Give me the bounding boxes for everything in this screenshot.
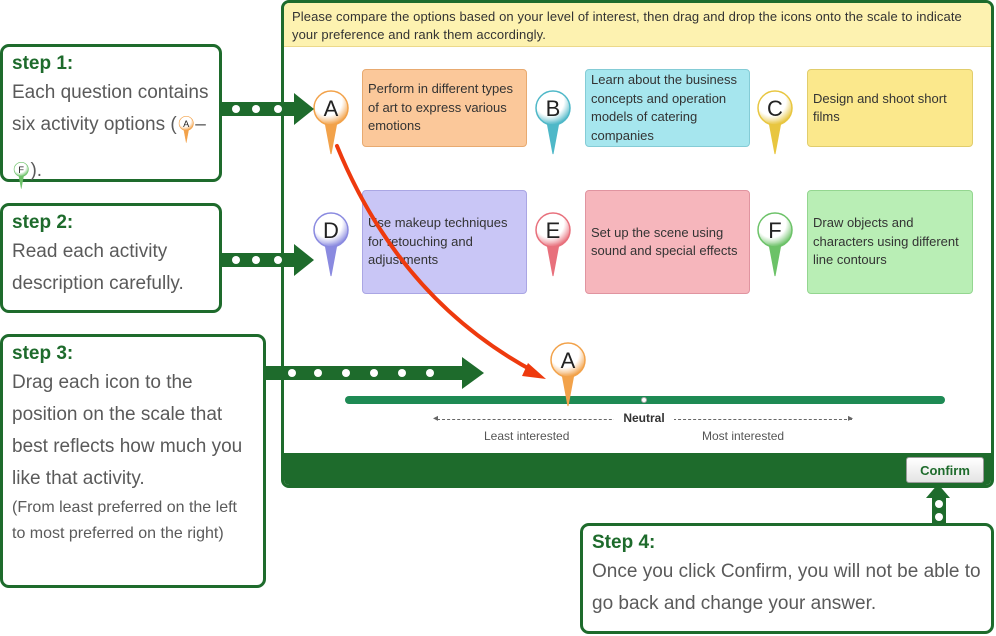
confirm-button[interactable]: Confirm bbox=[906, 457, 984, 483]
option-a-text: Perform in different types of art to exp… bbox=[368, 81, 513, 134]
svg-text:B: B bbox=[546, 96, 561, 121]
scale-right-label: Most interested bbox=[702, 429, 785, 443]
step-3-connector bbox=[266, 366, 466, 380]
svg-text:A: A bbox=[183, 118, 190, 128]
pin-a-icon[interactable]: A bbox=[309, 88, 353, 158]
svg-text:F: F bbox=[18, 164, 24, 174]
pin-d-icon[interactable]: D bbox=[309, 210, 353, 280]
step-1-title: step 1: bbox=[12, 53, 74, 74]
pin-f-icon[interactable]: F bbox=[753, 210, 797, 280]
svg-text:C: C bbox=[767, 96, 783, 121]
step-1-text: Each question contains six activity opti… bbox=[12, 77, 210, 201]
step-4-arrowhead-icon bbox=[926, 484, 950, 498]
step-2-title: step 2: bbox=[12, 212, 74, 233]
step-3-note: (From least preferred on the left to mos… bbox=[12, 499, 237, 542]
step-2-connector bbox=[222, 253, 298, 267]
right-arrowhead-icon: ▸ bbox=[848, 413, 854, 424]
scale-right-arrow bbox=[668, 419, 852, 420]
scale-left-arrow bbox=[437, 419, 627, 420]
mini-pin-a-icon: A bbox=[177, 115, 195, 155]
pin-c-icon[interactable]: C bbox=[753, 88, 797, 158]
step-1-arrowhead-icon bbox=[294, 93, 314, 125]
pin-e-icon[interactable]: E bbox=[531, 210, 575, 280]
svg-text:F: F bbox=[768, 218, 781, 243]
option-card-e: Set up the scene using sound and special… bbox=[585, 190, 750, 294]
scale-center-marker bbox=[641, 397, 647, 403]
option-e-text: Set up the scene using sound and special… bbox=[591, 224, 738, 259]
option-card-f: Draw objects and characters using differ… bbox=[807, 190, 973, 294]
instruction-text: Please compare the options based on your… bbox=[284, 3, 991, 47]
step-1-connector bbox=[222, 102, 298, 116]
svg-text:A: A bbox=[561, 348, 576, 373]
mini-pin-f-icon: F bbox=[12, 161, 30, 201]
svg-text:D: D bbox=[323, 218, 339, 243]
step-1-callout: step 1: Each question contains six activ… bbox=[0, 44, 222, 189]
question-panel: Please compare the options based on your… bbox=[281, 0, 994, 488]
svg-text:A: A bbox=[324, 96, 339, 121]
option-card-a: Perform in different types of art to exp… bbox=[362, 69, 527, 147]
step-4-text: Once you click Confirm, you will not be … bbox=[592, 561, 981, 614]
step-3-title: step 3: bbox=[12, 343, 74, 364]
step-2-arrowhead-icon bbox=[294, 244, 314, 276]
dragged-pin-a-icon[interactable]: A bbox=[546, 340, 590, 410]
option-d-text: Use makeup techniques for retouching and… bbox=[368, 215, 508, 268]
option-c-text: Design and shoot short films bbox=[813, 90, 947, 125]
svg-text:E: E bbox=[546, 218, 561, 243]
option-card-d: Use makeup techniques for retouching and… bbox=[362, 190, 527, 294]
step-4-title: Step 4: bbox=[592, 532, 656, 553]
step-4-callout: Step 4: Once you click Confirm, you will… bbox=[580, 523, 994, 634]
step-3-text: Drag each icon to the position on the sc… bbox=[12, 372, 243, 489]
option-f-text: Draw objects and characters using differ… bbox=[813, 215, 959, 268]
step-3-callout: step 3: Drag each icon to the position o… bbox=[0, 334, 266, 588]
option-card-b: Learn about the business concepts and op… bbox=[585, 69, 750, 147]
step-4-connector bbox=[932, 497, 946, 525]
step-2-text: Read each activity description carefully… bbox=[12, 241, 184, 294]
step-2-callout: step 2: Read each activity description c… bbox=[0, 203, 222, 313]
step-3-arrowhead-icon bbox=[462, 357, 484, 389]
scale-left-label: Least interested bbox=[484, 429, 570, 443]
option-card-c: Design and shoot short films bbox=[807, 69, 973, 147]
left-arrowhead-icon: ◂ bbox=[433, 413, 439, 424]
panel-footer: Confirm bbox=[284, 453, 991, 485]
scale-neutral-label: Neutral bbox=[614, 411, 674, 425]
pin-b-icon[interactable]: B bbox=[531, 88, 575, 158]
option-b-text: Learn about the business concepts and op… bbox=[591, 72, 737, 143]
